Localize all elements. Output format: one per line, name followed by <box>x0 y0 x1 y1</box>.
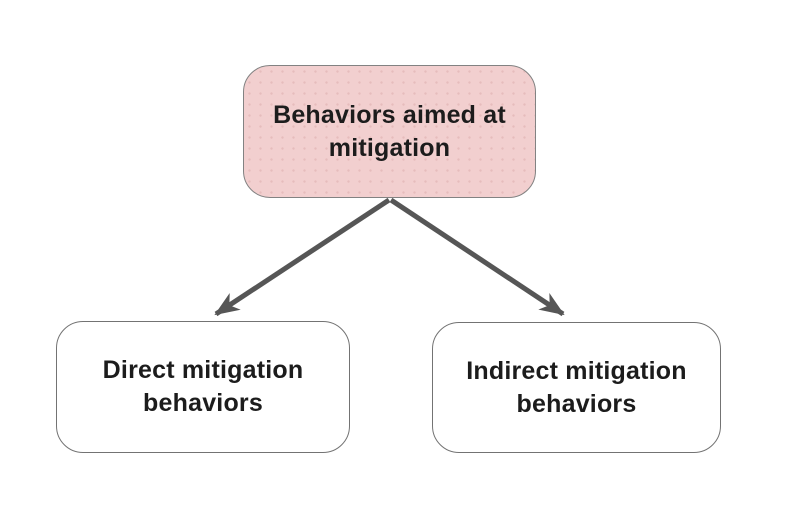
node-label-root: Behaviors aimed at mitigation <box>273 100 506 162</box>
arrow-root-to-direct <box>214 197 391 317</box>
node-label-indirect: Indirect mitigation behaviors <box>466 356 687 418</box>
arrow-root-to-indirect <box>389 197 565 317</box>
node-indirect-mitigation-behaviors: Indirect mitigation behaviors <box>432 322 721 453</box>
node-label-direct: Direct mitigation behaviors <box>102 356 304 417</box>
node-behaviors-aimed-at-mitigation: Behaviors aimed at mitigation <box>243 65 536 198</box>
node-direct-mitigation-behaviors: Direct mitigation behaviors <box>56 321 350 453</box>
